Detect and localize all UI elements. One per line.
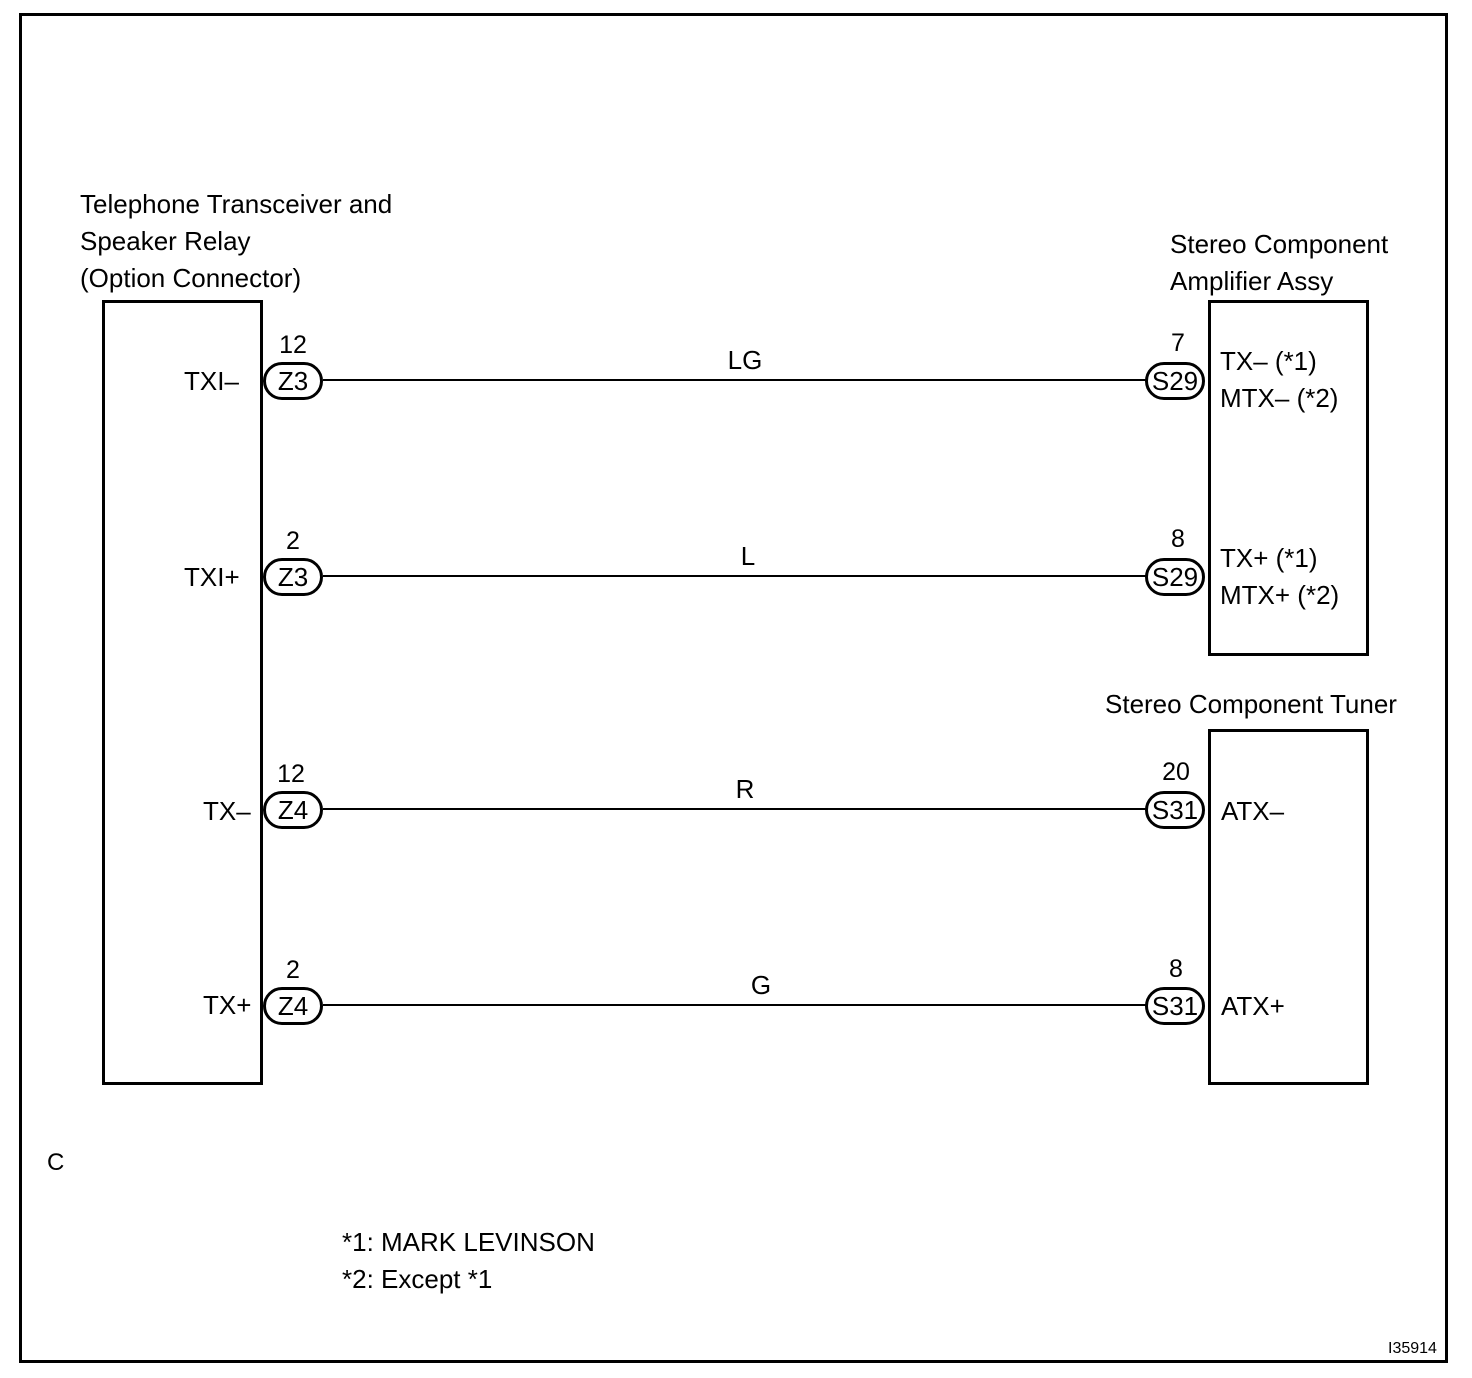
left-terminal-tx-minus: TX– — [203, 796, 251, 826]
right-terminal-line-1: TX+ (*1) — [1220, 543, 1318, 573]
right-pin-number: 8 — [1169, 955, 1183, 983]
diagram-frame — [19, 13, 1448, 1363]
wire-color-label: L — [740, 541, 756, 571]
left-terminal-txi-minus: TXI– — [184, 366, 239, 396]
left-pin-number: 2 — [286, 527, 300, 555]
amp-component-title-line-2: Amplifier Assy — [1170, 266, 1334, 296]
note-1: *1: MARK LEVINSON — [342, 1227, 595, 1257]
wire-lg — [323, 379, 1148, 381]
right-pin-number: 7 — [1171, 329, 1185, 357]
right-pin-number: 8 — [1171, 525, 1185, 553]
connector-s29: S29 — [1145, 558, 1205, 596]
right-terminal-line-1: TX– (*1) — [1220, 346, 1317, 376]
left-component-box — [102, 300, 263, 1085]
left-pin-number: 12 — [277, 760, 305, 788]
right-terminal-line-2: MTX+ (*2) — [1220, 580, 1340, 610]
wire-l — [323, 575, 1148, 577]
left-component-title-line-3: (Option Connector) — [80, 263, 302, 293]
wire-color-label: R — [735, 774, 755, 804]
connector-s31: S31 — [1145, 791, 1205, 829]
wire-color-label: LG — [727, 345, 763, 375]
connector-z3: Z3 — [263, 558, 323, 596]
amp-component-box — [1208, 300, 1369, 656]
connector-s29: S29 — [1145, 362, 1205, 400]
left-terminal-txi-plus: TXI+ — [184, 562, 240, 592]
right-terminal-line-1: ATX+ — [1221, 991, 1285, 1021]
left-pin-number: 12 — [279, 331, 307, 359]
right-terminal-line-2: MTX– (*2) — [1220, 383, 1339, 413]
left-terminal-tx-plus: TX+ — [203, 990, 252, 1020]
right-pin-number: 20 — [1162, 758, 1190, 786]
wire-r — [323, 808, 1148, 810]
wire-g — [323, 1004, 1148, 1006]
tuner-component-title: Stereo Component Tuner — [1105, 689, 1397, 719]
wire-color-label: G — [750, 970, 772, 1000]
connector-z3: Z3 — [263, 362, 323, 400]
left-component-title-line-1: Telephone Transceiver and — [80, 189, 393, 219]
tuner-component-box — [1208, 729, 1369, 1085]
figure-id: I35914 — [1388, 1340, 1437, 1357]
connector-z4: Z4 — [263, 791, 323, 829]
left-pin-number: 2 — [286, 956, 300, 984]
connector-z4: Z4 — [263, 987, 323, 1025]
note-2: *2: Except *1 — [342, 1264, 493, 1294]
connector-s31: S31 — [1145, 987, 1205, 1025]
left-component-title-line-2: Speaker Relay — [80, 226, 251, 256]
amp-component-title-line-1: Stereo Component — [1170, 229, 1389, 259]
right-terminal-line-1: ATX– — [1221, 796, 1285, 826]
corner-letter: C — [47, 1149, 65, 1176]
